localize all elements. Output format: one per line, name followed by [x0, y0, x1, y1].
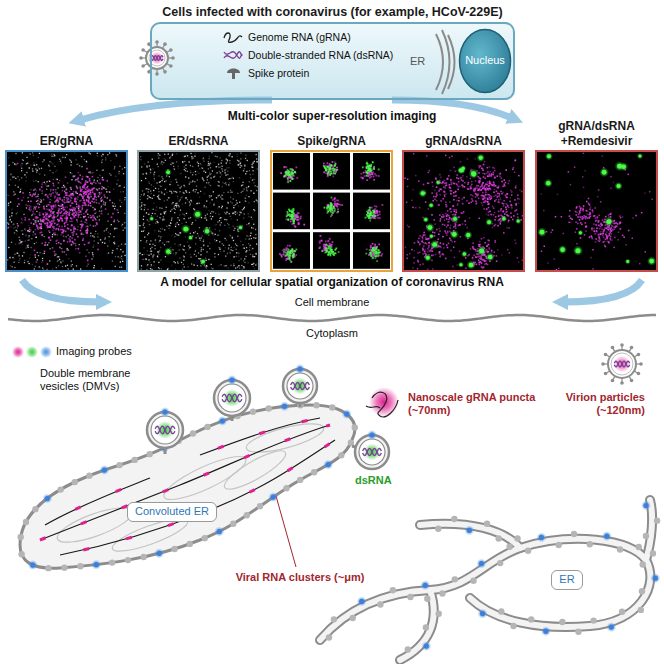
page: Cells infected with coronavirus (for exa… — [0, 0, 664, 664]
